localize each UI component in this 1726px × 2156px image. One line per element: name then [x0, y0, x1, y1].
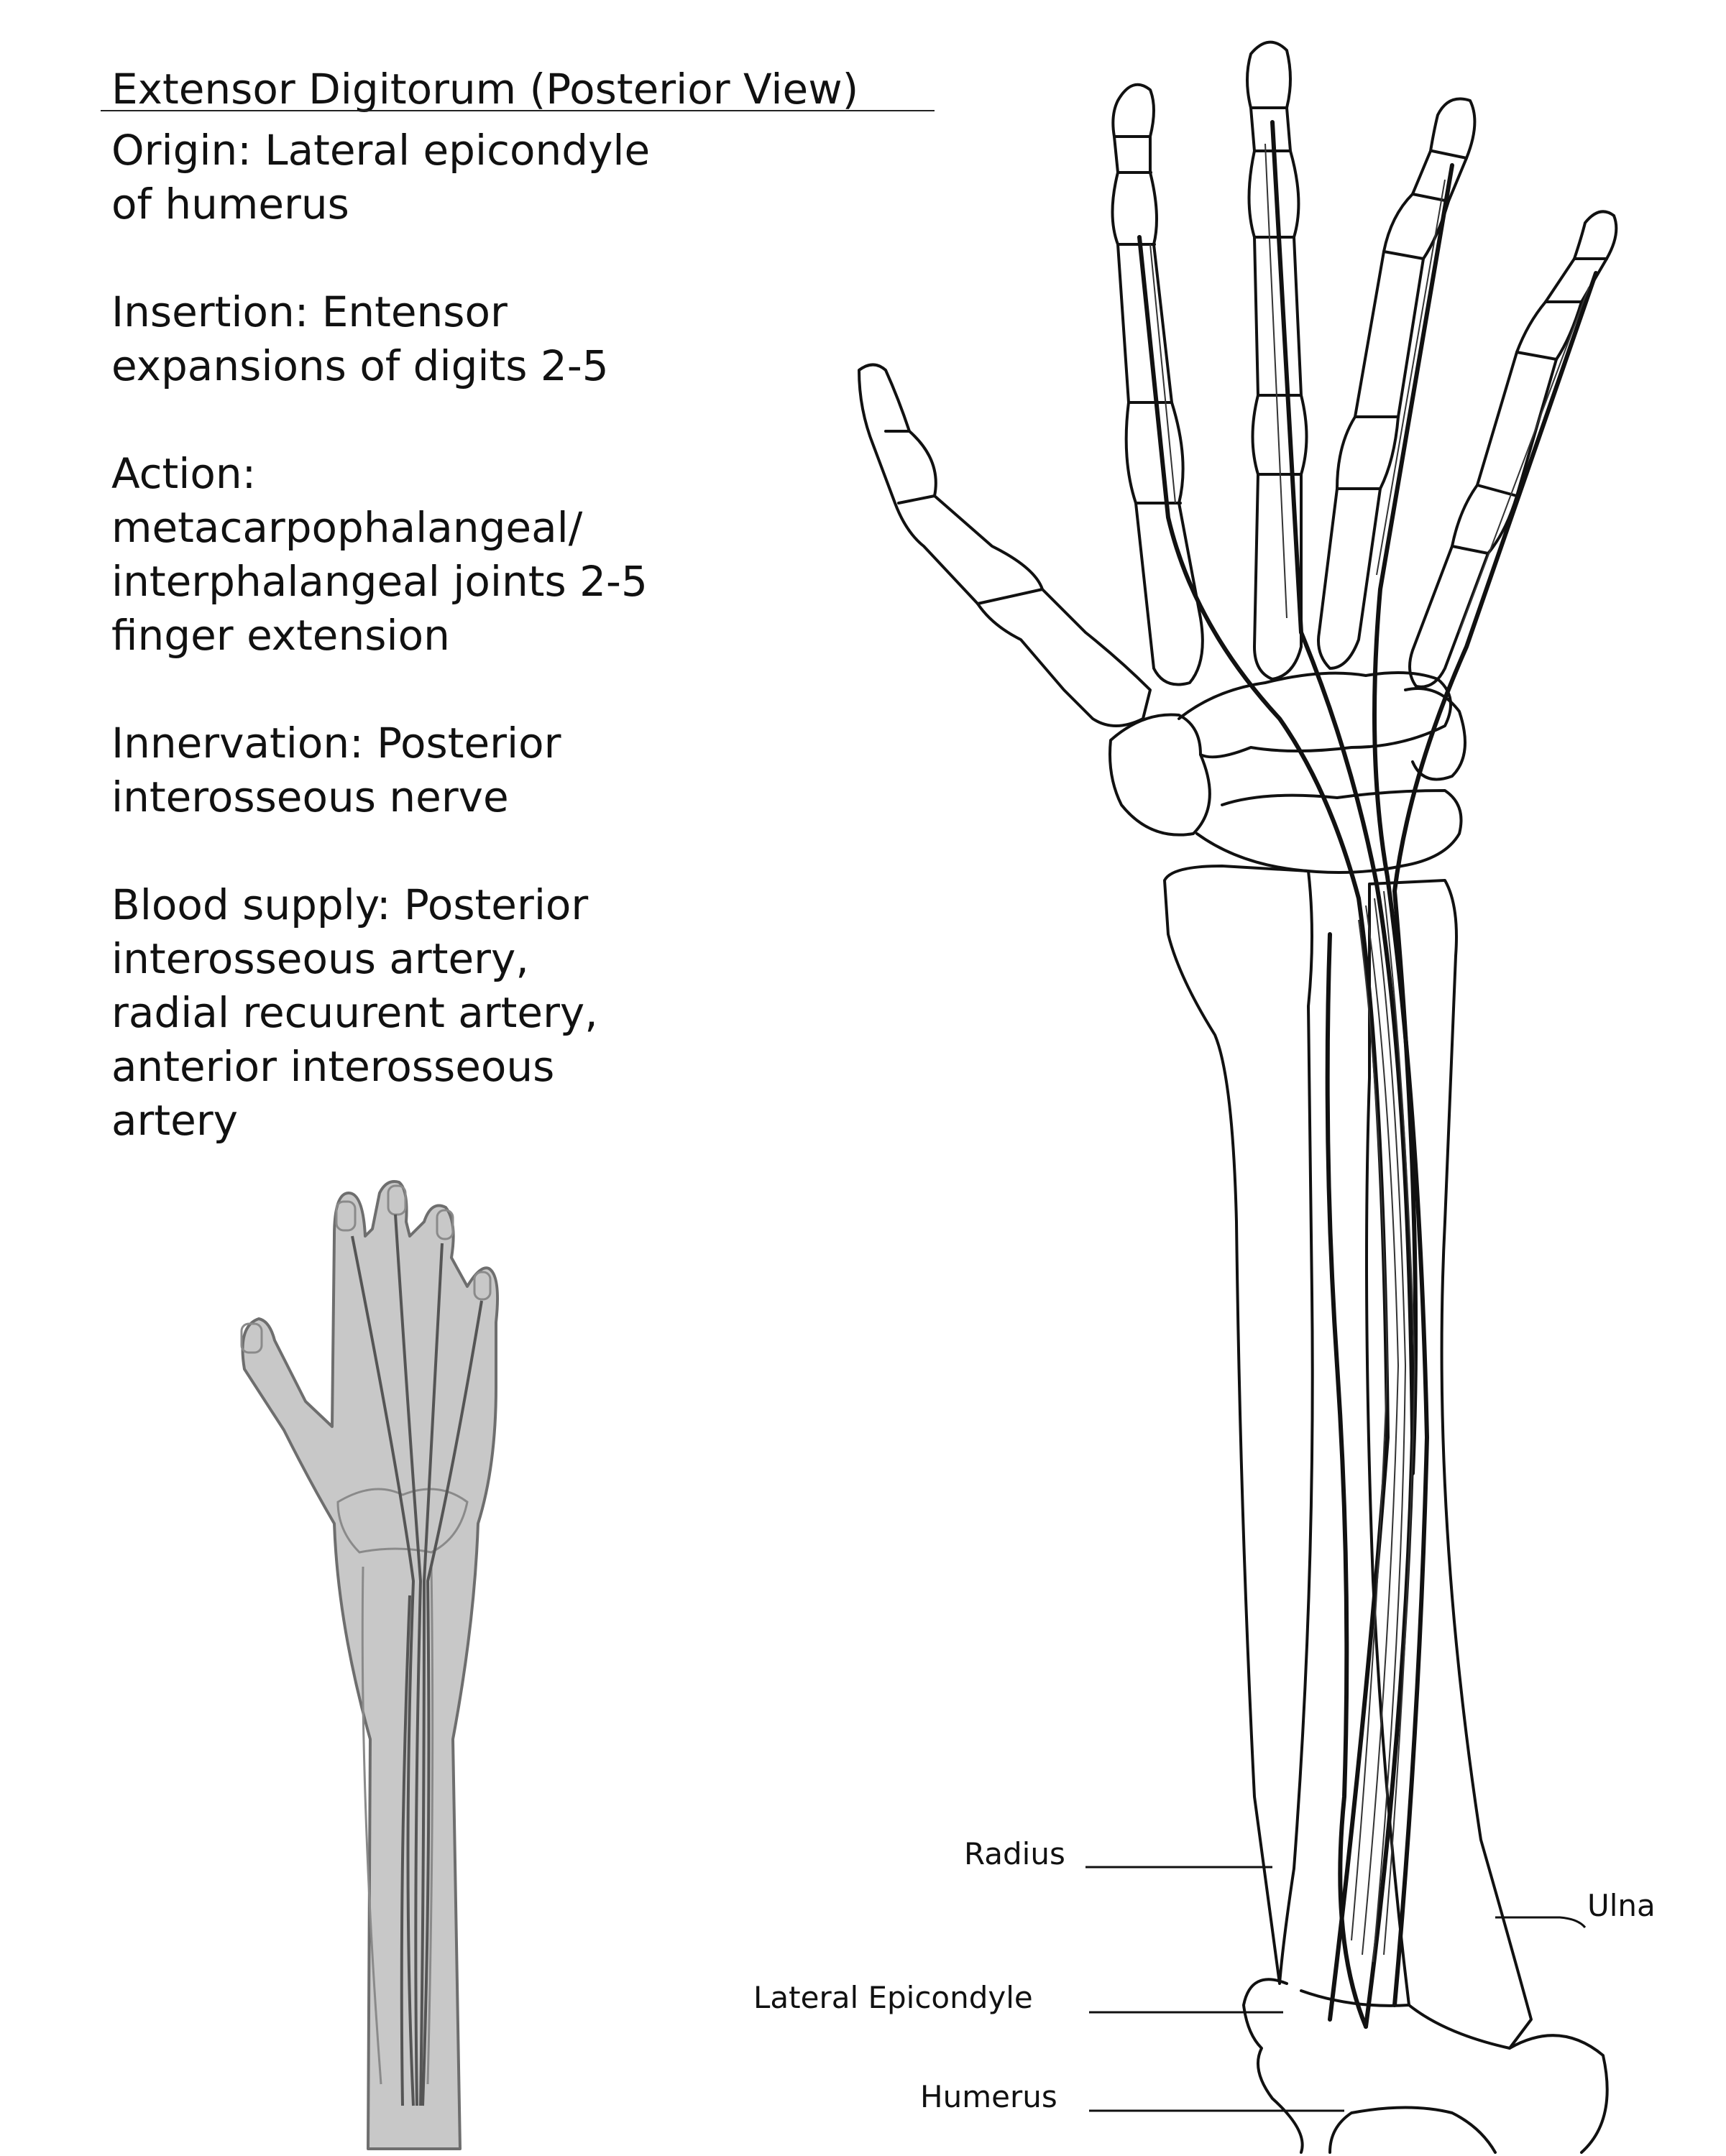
- blood-supply-line-5: artery: [111, 1096, 238, 1145]
- extensor-digitorum-muscle: [1137, 120, 1598, 2029]
- leader-lines: [1085, 1866, 1587, 2112]
- title-underline: [101, 110, 935, 111]
- muscle-fiber-lines: [1149, 143, 1589, 1963]
- blood-supply-line-3: radial recuurent artery,: [111, 988, 598, 1037]
- finger-4-bones: [1317, 97, 1477, 670]
- thumb-bones: [858, 363, 1152, 727]
- carpal-bones: [1108, 713, 1211, 837]
- blood-supply-text: Blood supply: Posterior interosseous art…: [111, 878, 866, 1148]
- insertion-line-1: Insertion: Entensor: [111, 287, 508, 336]
- ulna-leader: [1495, 1916, 1587, 1929]
- humerus-bone: [1242, 1978, 1304, 2154]
- page-title: Extensor Digitorum (Posterior View): [111, 65, 859, 114]
- radius-bone: [1163, 865, 1314, 1985]
- action-line-1: Action:: [111, 449, 257, 498]
- origin-line-1: Origin: Lateral epicondyle: [111, 126, 651, 175]
- thumbnail-bone-outlines: [240, 1184, 492, 2085]
- blood-supply-line-2: interosseous artery,: [111, 934, 529, 983]
- humerus-label: Humerus: [920, 2079, 1057, 2114]
- ulna-bone: [1365, 879, 1533, 2050]
- lateral-epicondyle-label: Lateral Epicondyle: [753, 1980, 1033, 2015]
- finger-2-bones: [1111, 83, 1204, 686]
- finger-5-bones: [1408, 210, 1618, 688]
- thumbnail-muscle: [351, 1214, 483, 2106]
- radius-label: Radius: [964, 1836, 1065, 1871]
- action-line-3: interphalangeal joints 2-5: [111, 557, 648, 606]
- origin-text: Origin: Lateral epicondyle of humerus: [111, 124, 866, 231]
- origin-line-2: of humerus: [111, 180, 349, 229]
- innervation-text: Innervation: Posterior interosseous nerv…: [111, 717, 866, 824]
- main-forearm-drawing: [858, 40, 1618, 2154]
- blood-supply-line-4: anterior interosseous: [111, 1042, 555, 1091]
- finger-3-bones: [1246, 40, 1308, 681]
- innervation-line-2: interosseous nerve: [111, 773, 509, 821]
- action-line-4: finger extension: [111, 611, 450, 660]
- ulna-label: Ulna: [1587, 1888, 1656, 1923]
- insertion-text: Insertion: Entensor expansions of digits…: [111, 285, 866, 393]
- insertion-line-2: expansions of digits 2-5: [111, 341, 609, 390]
- innervation-line-1: Innervation: Posterior: [111, 719, 561, 768]
- blood-supply-line-1: Blood supply: Posterior: [111, 880, 589, 929]
- action-text: Action: metacarpophalangeal/ interphalan…: [111, 447, 866, 663]
- action-line-2: metacarpophalangeal/: [111, 503, 583, 552]
- muscle-info: Origin: Lateral epicondyle of humerus In…: [111, 124, 866, 1202]
